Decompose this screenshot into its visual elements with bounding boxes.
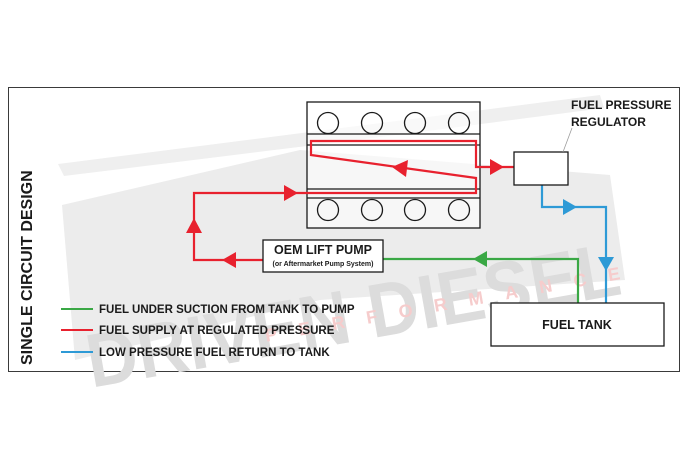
- lift-pump-box: [262, 239, 384, 273]
- cylinder-top-2: [360, 111, 384, 135]
- return-lines: [540, 185, 614, 303]
- suction-lines: [383, 251, 580, 303]
- cylinder-bottom-4: [447, 198, 471, 222]
- arrow-down-icon: [598, 257, 614, 271]
- cylinder-bottom-3: [403, 198, 427, 222]
- regulator-label-line1: FUEL PRESSURE: [571, 98, 671, 112]
- engine-outline: [306, 101, 481, 229]
- lift-pump-label: OEM LIFT PUMP: [274, 243, 372, 257]
- arrow-right-icon: [490, 159, 504, 175]
- cylinder-bottom-1: [316, 198, 340, 222]
- legend-label-suction: FUEL UNDER SUCTION FROM TANK TO PUMP: [99, 304, 355, 316]
- legend-item-return: LOW PRESSURE FUEL RETURN TO TANK: [61, 347, 330, 359]
- fuel-tank: FUEL TANK: [490, 302, 665, 347]
- arrow-right-icon: [284, 185, 298, 201]
- regulator-label-line2: REGULATOR: [571, 115, 646, 129]
- legend-item-supply: FUEL SUPPLY AT REGULATED PRESSURE: [61, 325, 335, 337]
- legend-label-supply: FUEL SUPPLY AT REGULATED PRESSURE: [99, 325, 335, 337]
- cylinder-bottom-2: [360, 198, 384, 222]
- legend: FUEL UNDER SUCTION FROM TANK TO PUMP FUE…: [61, 304, 355, 359]
- engine-block: [306, 101, 481, 229]
- arrow-left-icon: [222, 252, 236, 268]
- legend-item-suction: FUEL UNDER SUCTION FROM TANK TO PUMP: [61, 304, 355, 316]
- regulator-box: [513, 151, 569, 186]
- lift-pump: OEM LIFT PUMP (or Aftermarket Pump Syste…: [262, 239, 384, 273]
- supply-arrows: [186, 159, 504, 268]
- cylinder-top-4: [447, 111, 471, 135]
- regulator-leader-line: [562, 127, 573, 153]
- fuel-pressure-regulator: FUEL PRESSURE REGULATOR: [513, 98, 671, 186]
- lift-pump-sublabel: (or Aftermarket Pump System): [273, 261, 374, 268]
- arrow-left-icon: [392, 160, 408, 177]
- cylinder-top-3: [403, 111, 427, 135]
- cylinder-top-1: [316, 111, 340, 135]
- arrow-left-icon: [473, 251, 487, 267]
- arrow-right-icon: [563, 199, 577, 215]
- diagram-title: SINGLE CIRCUIT DESIGN: [19, 170, 36, 365]
- suction-line-tank-to-pump: [383, 257, 580, 303]
- legend-label-return: LOW PRESSURE FUEL RETURN TO TANK: [99, 347, 330, 359]
- fuel-tank-box: [490, 302, 665, 347]
- arrow-up-icon: [186, 218, 202, 233]
- fuel-tank-label: FUEL TANK: [542, 318, 612, 332]
